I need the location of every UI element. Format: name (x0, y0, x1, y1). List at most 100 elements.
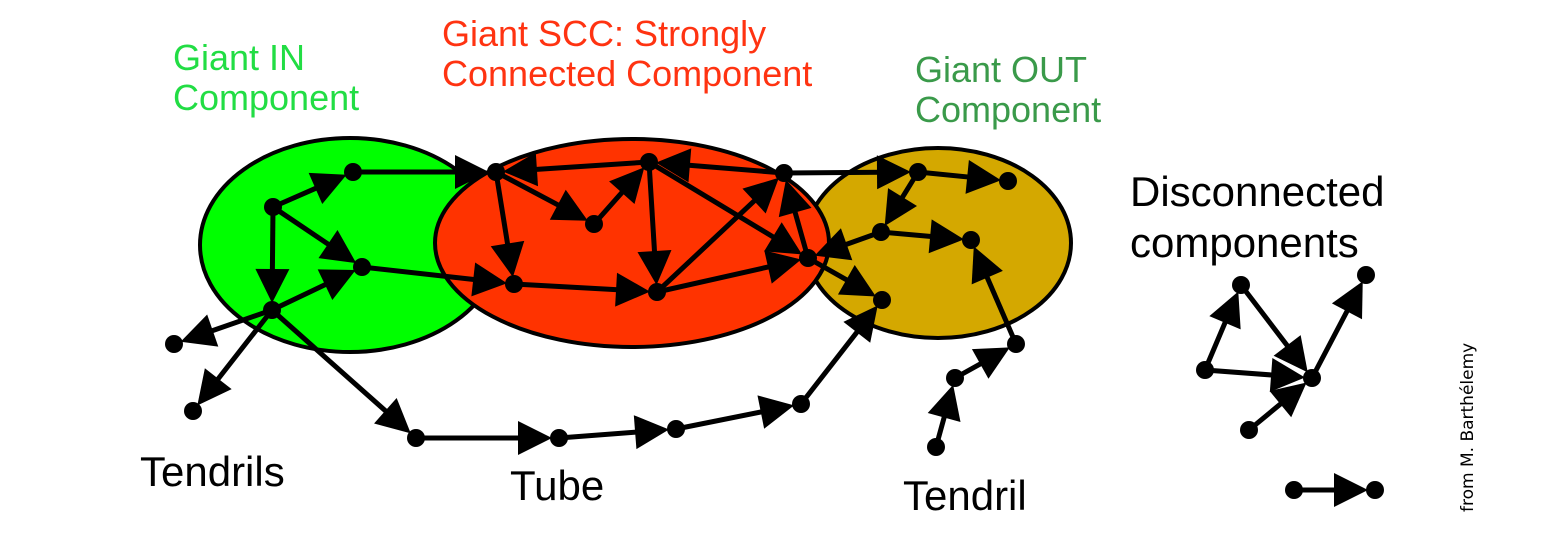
edge-line (493, 171, 511, 248)
tendrils-label: Tendrils (140, 448, 285, 495)
edge-c-to-h (361, 262, 508, 297)
arrowhead-icon (308, 172, 347, 205)
edge-line (558, 429, 640, 441)
arrowhead-icon (549, 189, 588, 221)
arrowhead-icon (374, 398, 411, 434)
arrowhead-icon (180, 314, 219, 347)
giant-scc-label: Giant SCC: Strongly Connected Component (442, 13, 813, 95)
edge-line (799, 327, 862, 406)
node-tendrils-x (165, 335, 183, 353)
disconnected-label-line2: components (1130, 219, 1359, 267)
tendril-label: Tendril (903, 472, 1027, 519)
edge-line (271, 204, 333, 249)
edge-line (675, 408, 766, 432)
arrowhead-icon (1273, 335, 1308, 373)
edge-b-to-e (353, 155, 489, 189)
node-scc-e (487, 163, 505, 181)
disconnected-components-label: Disconnected components (1130, 166, 1384, 268)
giant-in-label: Giant IN Component (173, 37, 359, 119)
arrowhead-icon (843, 305, 878, 343)
edge-line (1239, 283, 1292, 351)
arrowhead-icon (927, 384, 961, 423)
node-in-d (263, 301, 281, 319)
edge-line (270, 280, 330, 313)
edge-line (513, 281, 621, 293)
arrowhead-icon (1331, 281, 1363, 320)
edge-B-to-A (1202, 291, 1241, 371)
node-tendril-q (1007, 335, 1025, 353)
arrowhead-icon (318, 229, 357, 264)
arrowhead-icon (502, 152, 539, 187)
edge-e-to-g (494, 169, 588, 221)
node-out-m (999, 172, 1017, 190)
edge-f-to-i (637, 161, 672, 286)
disconnected-label-line1: Disconnected (1130, 168, 1385, 215)
arrowhead-icon (471, 262, 508, 297)
edge-j-to-f (655, 148, 785, 183)
edge-f-to-k (647, 159, 803, 255)
edge-q-to-o (971, 246, 1019, 345)
arrowhead-icon (971, 347, 1010, 379)
edge-line (983, 272, 1019, 345)
arrowhead-icon (1209, 291, 1241, 330)
arrowhead-icon (928, 219, 965, 254)
node-scc-i (648, 283, 666, 301)
edge-line (1202, 318, 1229, 371)
giant-scc-label-line2: Connected Component (442, 53, 813, 95)
node-disconnected-B (1196, 361, 1214, 379)
node-in-b (344, 163, 362, 181)
node-scc-g (585, 215, 603, 233)
edge-line (269, 206, 276, 274)
node-disconnected-E (1240, 421, 1258, 439)
edge-w-to-p (799, 305, 878, 406)
edge-line (208, 307, 273, 335)
node-out-p (873, 291, 891, 309)
node-tendril-r (927, 438, 945, 456)
arrowhead-icon (814, 228, 853, 261)
node-tube-t (407, 429, 425, 447)
giant-out-label: Giant OUT Component (915, 49, 1102, 131)
arrowhead-icon (742, 177, 779, 214)
edge-E-to-C (1247, 382, 1307, 432)
edge-A-to-C (1239, 283, 1308, 373)
arrowhead-icon (609, 167, 645, 204)
arrowhead-icon (655, 148, 692, 183)
arrowhead-icon (764, 222, 803, 255)
edge-d-to-t (270, 308, 411, 434)
edge-line (1309, 306, 1352, 380)
edge-t-to-u (416, 421, 552, 455)
edge-u-to-v (558, 415, 670, 450)
arrowhead-icon (615, 272, 651, 307)
edge-v-to-w (675, 395, 795, 432)
arrowhead-icon (971, 246, 1003, 285)
edge-line (655, 196, 759, 294)
arrowhead-icon (1334, 473, 1368, 507)
edge-line (646, 161, 658, 256)
arrowhead-icon (255, 268, 290, 304)
tube-label: Tube (510, 462, 605, 509)
edge-f-to-e (502, 152, 650, 187)
node-disconnected-D (1357, 266, 1375, 284)
node-out-n (872, 223, 890, 241)
edge-a-to-d (255, 206, 290, 304)
node-tendril-s (946, 369, 964, 387)
giant-out-label-line2: Component (915, 89, 1102, 131)
arrowhead-icon (317, 269, 356, 301)
arrowhead-icon (197, 368, 232, 406)
node-disconnected-C (1303, 369, 1321, 387)
node-scc-h (505, 275, 523, 293)
node-disconnected-F (1285, 481, 1303, 499)
edge-d-to-x (180, 307, 273, 347)
edge-i-to-j (655, 177, 779, 294)
node-disconnected-A (1232, 276, 1250, 294)
arrowhead-icon (637, 250, 672, 286)
edge-r-to-s (927, 384, 961, 448)
edge-F-to-G (1294, 473, 1368, 507)
arrowhead-icon (884, 188, 917, 227)
edge-a-to-c (271, 204, 357, 264)
edge-line (361, 264, 478, 283)
node-out-l (909, 163, 927, 181)
arrowhead-icon (965, 160, 1002, 194)
arrowhead-icon (455, 155, 489, 189)
